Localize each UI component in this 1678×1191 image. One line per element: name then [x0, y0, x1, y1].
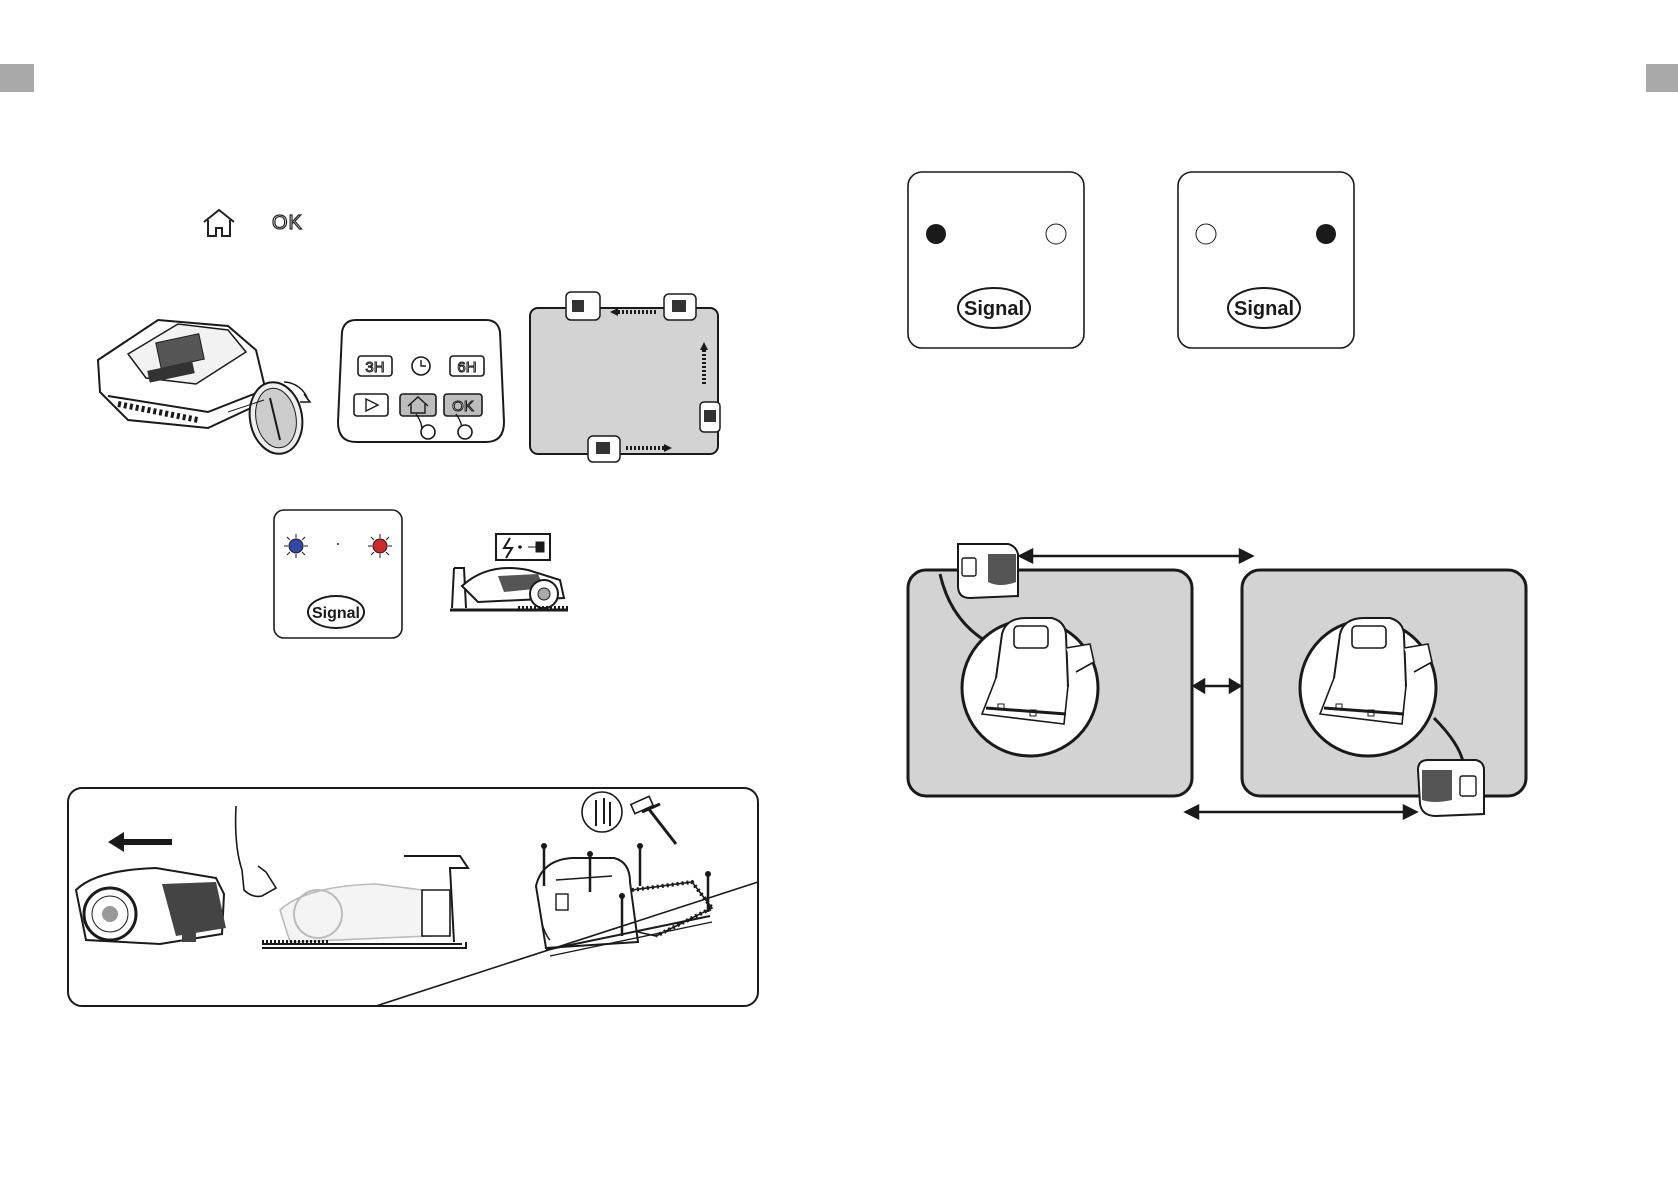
- distance-arrow-bottom: [1186, 806, 1416, 818]
- left-edge-tab: [0, 64, 34, 92]
- signal-panel-a: Signal: [906, 170, 1088, 352]
- signal-label-b: Signal: [1234, 298, 1294, 320]
- signal-label: Signal: [312, 605, 360, 622]
- led-left-blue: [289, 539, 303, 553]
- keypad-3h-label: 3H: [365, 359, 384, 376]
- right-edge-tab: [1646, 64, 1678, 92]
- robot-mower-knob-illustration: [88, 300, 318, 450]
- led-right-red: [373, 539, 387, 553]
- installation-panel: [66, 786, 760, 1008]
- distance-arrow-top: [1020, 550, 1252, 562]
- signal-panel-status: Signal: [272, 508, 404, 640]
- signal-label-a: Signal: [964, 298, 1024, 320]
- keypad-illustration: 3H 6H OK: [336, 318, 506, 444]
- ok-icon: OK: [272, 212, 303, 235]
- led-left-off: [1196, 224, 1216, 244]
- home-icon: [202, 208, 236, 238]
- led-left-on: [926, 224, 946, 244]
- station-placement-diagram: [904, 538, 1530, 828]
- robot-charging-illustration: [448, 532, 598, 616]
- led-right-off: [1046, 224, 1066, 244]
- led-right-on: [1316, 224, 1336, 244]
- signal-panel-b: Signal: [1176, 170, 1358, 352]
- distance-arrow-middle: [1194, 680, 1240, 692]
- keypad-ok-label: OK: [452, 398, 474, 415]
- keypad-6h-label: 6H: [457, 359, 476, 376]
- lawn-perimeter-illustration: [526, 290, 726, 466]
